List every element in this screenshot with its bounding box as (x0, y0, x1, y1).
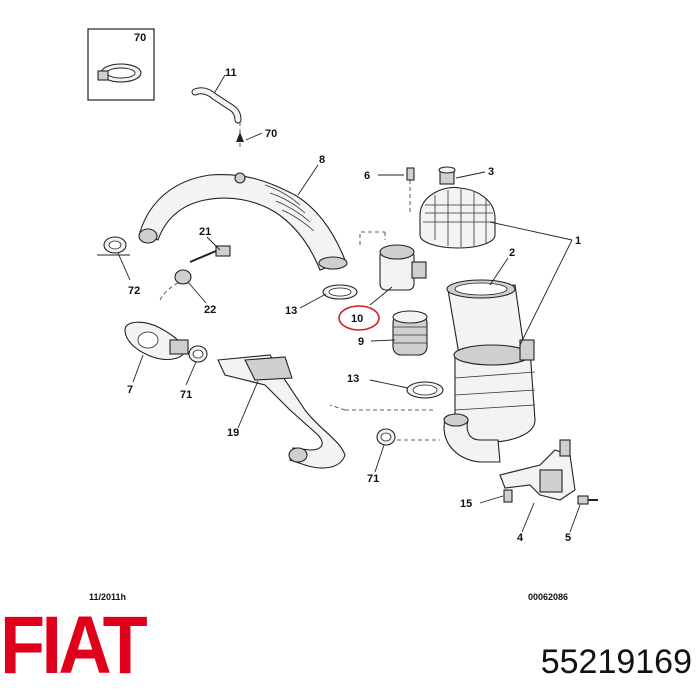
outlet-elbow (443, 413, 501, 463)
filter-lid-part-1 (419, 186, 496, 249)
grommet-part-22 (174, 269, 192, 285)
callout-19: 19 (227, 427, 239, 439)
duct-part-19 (217, 354, 346, 469)
callout-5: 5 (565, 532, 571, 544)
bolt-part-21 (189, 245, 231, 263)
intake-hose-part-8 (138, 172, 348, 271)
callout-72: 72 (128, 285, 140, 297)
callout-9: 9 (358, 336, 364, 348)
fiat-logo: FIAT (0, 600, 148, 691)
filter-element-part-2 (446, 279, 526, 361)
screw-part-5 (577, 495, 598, 505)
callout-22: 22 (204, 304, 216, 316)
inset-clamp-box (87, 28, 155, 101)
airflow-sensor-part-10 (379, 244, 427, 291)
callout-15: 15 (460, 498, 472, 510)
clamp-part-13-upper (322, 284, 358, 300)
clamp-part-71-left (188, 345, 208, 363)
clamp-part-72 (103, 236, 127, 254)
clamp-part-13-lower (406, 381, 444, 399)
exploded-parts-diagram: 70 11 70 8 6 3 1 2 21 72 22 13 10 9 7 71… (87, 28, 598, 544)
part-number: 55219169 (540, 643, 692, 681)
bracket-part-4 (499, 439, 576, 501)
callout-13: 13 (285, 305, 297, 317)
callout-70: 70 (134, 32, 146, 44)
diagram-date-code: 11/2011h (89, 592, 127, 602)
callout-21: 21 (199, 226, 211, 238)
hose-part-11 (191, 87, 242, 124)
callout-71: 71 (180, 389, 192, 401)
cap-part-3 (438, 166, 456, 185)
callout-8: 8 (319, 154, 325, 166)
callout-70: 70 (265, 128, 277, 140)
highlight-circle (338, 305, 380, 331)
screw-part-6 (406, 167, 415, 215)
callout-6: 6 (364, 170, 370, 182)
leader-lines (117, 74, 581, 533)
callout-71: 71 (367, 473, 379, 485)
sleeve-part-9 (392, 310, 428, 356)
clamp-part-71-right (376, 428, 396, 446)
callout-2: 2 (509, 247, 515, 259)
callout-10: 10 (351, 313, 363, 325)
callout-1: 1 (575, 235, 581, 247)
callout-7: 7 (127, 384, 133, 396)
diagram-reference-code: 00062086 (528, 592, 569, 602)
callout-13: 13 (347, 373, 359, 385)
callout-3: 3 (488, 166, 494, 178)
callout-11: 11 (225, 67, 237, 79)
elbow-part-7 (124, 321, 189, 361)
screw-part-15 (503, 489, 513, 503)
callout-4: 4 (517, 532, 524, 544)
callout-labels: 70 11 70 8 6 3 1 2 21 72 22 13 10 9 7 71… (127, 32, 581, 544)
